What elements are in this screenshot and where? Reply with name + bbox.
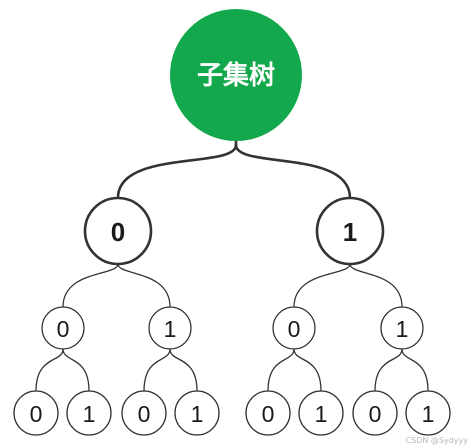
- l3-node-1-label: 1: [83, 401, 96, 427]
- l3-node-7-label: 1: [422, 401, 435, 427]
- l3-node-5: 1: [298, 390, 344, 436]
- l2-node-3-label: 1: [396, 316, 409, 342]
- l3-node-0-label: 0: [30, 401, 43, 427]
- l3-node-4: 0: [245, 390, 291, 436]
- l2-node-2: 0: [272, 306, 316, 350]
- edge-l1-to-l2-3: [349, 263, 403, 308]
- l3-node-0: 0: [13, 390, 59, 436]
- edge-l2-to-l3-0: [35, 348, 64, 392]
- l2-node-1-label: 1: [164, 316, 177, 342]
- l3-node-1: 1: [66, 390, 112, 436]
- l3-node-6-label: 0: [369, 401, 382, 427]
- l2-node-3-circle: [380, 306, 424, 350]
- l2-node-0: 0: [41, 306, 85, 350]
- l2-node-2-circle: [272, 306, 316, 350]
- root-node-circle: [170, 9, 302, 141]
- l2-node-0-circle: [41, 306, 85, 350]
- edge-l2-to-l3-2: [143, 348, 171, 392]
- l3-node-2-circle: [121, 390, 167, 436]
- edge-l1-to-l2-1: [117, 263, 171, 308]
- l2-node-0-label: 0: [57, 316, 70, 342]
- l1-node-1: 1: [315, 196, 385, 266]
- edge-l1-to-l2-0: [62, 263, 119, 308]
- l1-node-0-circle: [83, 196, 153, 266]
- l3-node-5-circle: [298, 390, 344, 436]
- edge-l2-to-l3-1: [62, 348, 90, 392]
- l3-node-6-circle: [352, 390, 398, 436]
- l1-node-0-label: 0: [111, 217, 125, 247]
- edge-l2-to-l3-5: [293, 348, 322, 392]
- l3-node-7-circle: [405, 390, 451, 436]
- l3-node-6: 0: [352, 390, 398, 436]
- edge-l2-to-l3-7: [401, 348, 429, 392]
- l2-node-3: 1: [380, 306, 424, 350]
- edge-l1-to-l2-2: [293, 263, 351, 308]
- edge-l2-to-l3-6: [374, 348, 403, 392]
- l3-node-2: 0: [121, 390, 167, 436]
- l3-node-0-circle: [13, 390, 59, 436]
- l2-node-2-label: 0: [288, 316, 301, 342]
- l1-node-1-label: 1: [343, 217, 357, 247]
- l3-node-4-circle: [245, 390, 291, 436]
- edge-root-to-l1-1: [234, 143, 352, 200]
- l3-node-4-label: 0: [262, 401, 275, 427]
- l1-node-1-circle: [315, 196, 385, 266]
- l3-node-1-circle: [66, 390, 112, 436]
- l3-node-7: 1: [405, 390, 451, 436]
- l2-node-1-circle: [148, 306, 192, 350]
- edge-l2-to-l3-3: [169, 348, 198, 392]
- l2-node-1: 1: [148, 306, 192, 350]
- edge-root-to-l1-0: [116, 143, 238, 200]
- l3-node-3-circle: [174, 390, 220, 436]
- root-node-label: 子集树: [197, 60, 275, 91]
- l3-node-2-label: 0: [138, 401, 151, 427]
- tree-edges: [35, 139, 429, 392]
- root-node: 子集树: [170, 9, 302, 141]
- tree-nodes: 子集树 0 1 0 1 0 1 0 1 0 1 0 1 0 1: [13, 9, 451, 436]
- l3-node-5-label: 1: [315, 401, 328, 427]
- l3-node-3-label: 1: [191, 401, 204, 427]
- edge-l2-to-l3-4: [267, 348, 295, 392]
- l1-node-0: 0: [83, 196, 153, 266]
- l3-node-3: 1: [174, 390, 220, 436]
- watermark-text: CSDN @Sydyyy: [405, 436, 468, 445]
